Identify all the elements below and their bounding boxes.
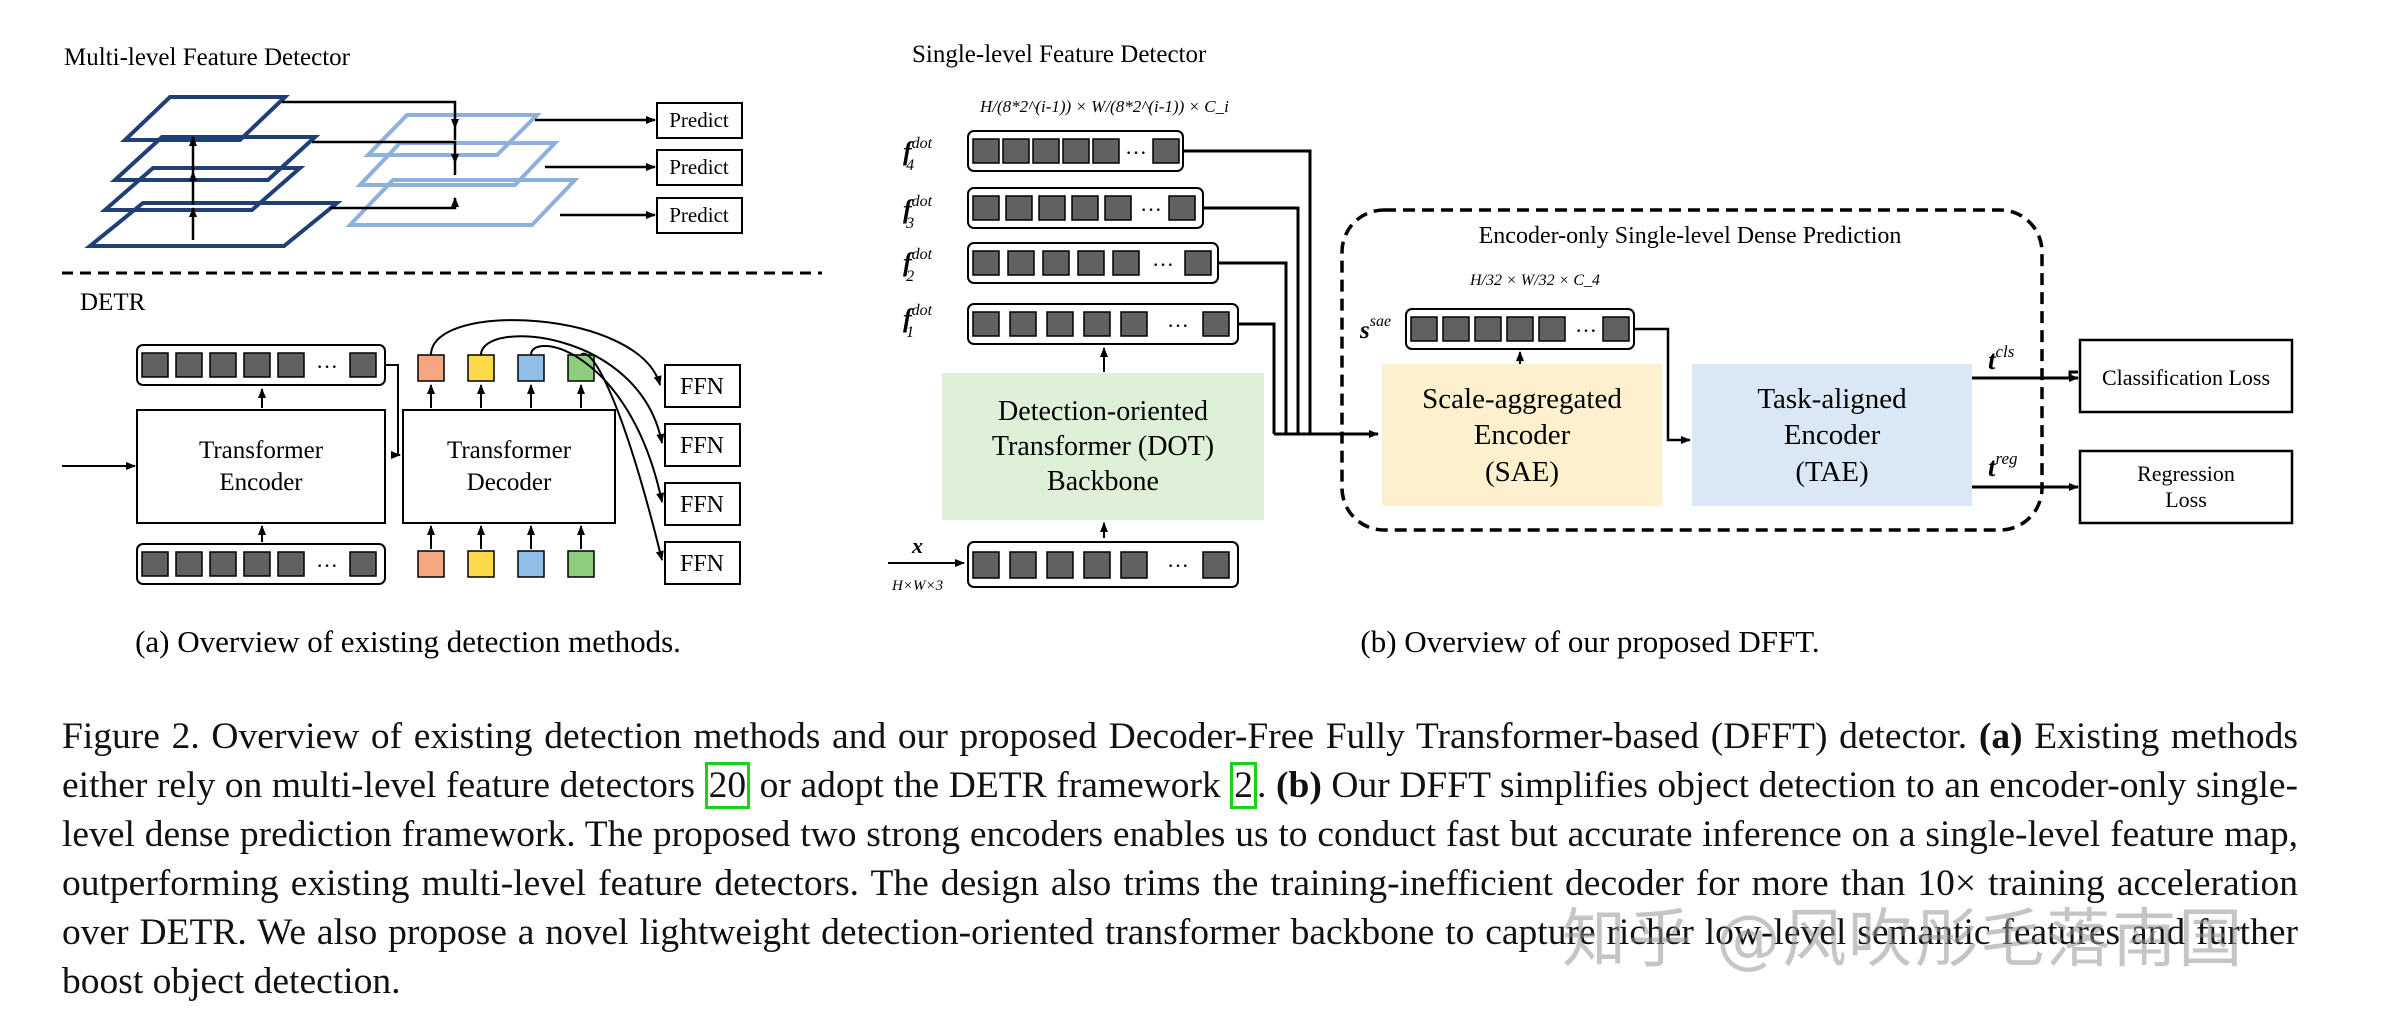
t-reg-label: treg <box>1988 449 2018 482</box>
t-cls-label: tcls <box>1988 342 2015 375</box>
sae-box <box>1382 364 1662 506</box>
caption-b-label: (b) <box>1276 765 1322 806</box>
caption-a-text-1: Existing methods either rely on multi-le… <box>62 716 2298 806</box>
feature-strip-f2: ··· <box>967 242 1219 284</box>
single-level-title: Single-level Feature Detector <box>912 41 1207 68</box>
multilevel-title: Multi-level Feature Detector <box>64 44 351 71</box>
transformer-decoder-line1: Transformer <box>447 437 572 464</box>
panel-a: Multi-level Feature Detector <box>62 44 822 659</box>
figure-caption: Figure 2. Overview of existing detection… <box>62 716 2299 1002</box>
caption-a-label: (a) <box>1978 716 2023 757</box>
encoder-output-tokens: ··· <box>136 344 386 386</box>
dot-backbone-line1: Detection-oriented <box>998 396 1208 427</box>
watermark-text: 知乎 @风吹彤毛落南国 <box>1562 903 2245 977</box>
svg-text:···: ··· <box>1140 197 1162 222</box>
svg-text:···: ··· <box>1167 553 1189 578</box>
sae-dims-label: H/32 × W/32 × C_4 <box>1469 272 1600 289</box>
dot-backbone-line3: Backbone <box>1047 466 1159 497</box>
ffn-label-4: FFN <box>680 551 724 577</box>
citation-link-2[interactable]: 2 <box>1230 762 1258 809</box>
ellipsis-enc-out: ··· <box>316 354 338 379</box>
multilevel-pyramid-dark <box>84 95 343 248</box>
tae-line2: Encoder <box>1784 419 1881 451</box>
transformer-encoder-line2: Encoder <box>219 469 303 496</box>
svg-text:···: ··· <box>1575 318 1597 343</box>
input-x-label: x <box>911 533 923 558</box>
regression-loss-line2: Loss <box>2165 487 2207 512</box>
pyramid-connections <box>282 100 656 219</box>
tae-box <box>1692 364 1972 506</box>
tae-line3: (TAE) <box>1795 456 1868 488</box>
figure-diagram: Multi-level Feature Detector <box>62 41 2294 659</box>
input-dims-label: H×W×3 <box>891 578 943 594</box>
regression-loss-box <box>2078 449 2294 525</box>
caption-b-text: Our DFFT simplifies object detection to … <box>62 765 2299 1002</box>
predict-label-1: Predict <box>669 108 729 132</box>
sae-line1: Scale-aggregated <box>1422 383 1622 415</box>
sae-line2: Encoder <box>1474 419 1571 451</box>
transformer-decoder-box <box>402 409 616 524</box>
svg-text:···: ··· <box>1152 252 1174 277</box>
predict-label-2: Predict <box>669 155 729 179</box>
ffn-label-3: FFN <box>680 492 724 518</box>
decoder-output-queries <box>417 354 595 382</box>
feature-to-sae-lines <box>1183 149 1379 438</box>
panel-b-caption: (b) Overview of our proposed DFFT. <box>1360 624 1819 659</box>
dim-top-label: H/(8*2^(i-1)) × W/(8*2^(i-1)) × C_i <box>979 97 1229 116</box>
panel-b: Single-level Feature Detector H/(8*2^(i-… <box>888 41 2294 659</box>
regression-loss-line1: Regression <box>2137 461 2235 486</box>
panel-a-caption: (a) Overview of existing detection metho… <box>135 624 681 659</box>
query-to-ffn-curves <box>430 319 665 561</box>
dot-backbone-box <box>942 373 1264 520</box>
feature-strip-f4: ··· <box>967 130 1184 172</box>
citation-link-20[interactable]: 20 <box>704 762 751 809</box>
sae-token-strip: ··· <box>1405 308 1635 350</box>
predict-boxes: Predict Predict Predict <box>656 102 743 234</box>
predict-label-3: Predict <box>669 203 729 227</box>
caption-lead: Figure 2. Overview of existing detection… <box>62 716 1968 757</box>
ffn-label-1: FFN <box>680 374 724 400</box>
svg-text:···: ··· <box>1125 140 1147 165</box>
ellipsis-enc-in: ··· <box>316 553 338 578</box>
s-sae-label: ssae <box>1359 313 1391 344</box>
ffn-label-2: FFN <box>680 433 724 459</box>
dot-backbone-line2: Transformer (DOT) <box>992 431 1214 462</box>
decoder-input-queries <box>417 550 595 578</box>
ffn-boxes: FFN FFN FFN FFN <box>664 364 741 585</box>
svg-text:···: ··· <box>1167 313 1189 338</box>
transformer-encoder-line1: Transformer <box>199 437 324 464</box>
tae-line1: Task-aligned <box>1757 383 1907 415</box>
encoder-only-title: Encoder-only Single-level Dense Predicti… <box>1479 223 1902 249</box>
detr-title: DETR <box>80 289 146 316</box>
feature-strip-f1: ··· <box>967 303 1239 345</box>
caption-a-text-2: or adopt the DETR framework <box>759 765 1221 806</box>
feature-strip-f3: ··· <box>967 187 1204 229</box>
classification-loss-box <box>2078 338 2294 414</box>
sae-line3: (SAE) <box>1485 456 1559 488</box>
encoder-input-tokens: ··· <box>136 543 386 585</box>
classification-loss-label: Classification Loss <box>2102 365 2270 390</box>
input-token-strip: ··· <box>967 541 1239 588</box>
transformer-encoder-box <box>136 409 386 524</box>
encoder-only-region <box>1340 208 2044 532</box>
transformer-decoder-line2: Decoder <box>467 469 552 496</box>
